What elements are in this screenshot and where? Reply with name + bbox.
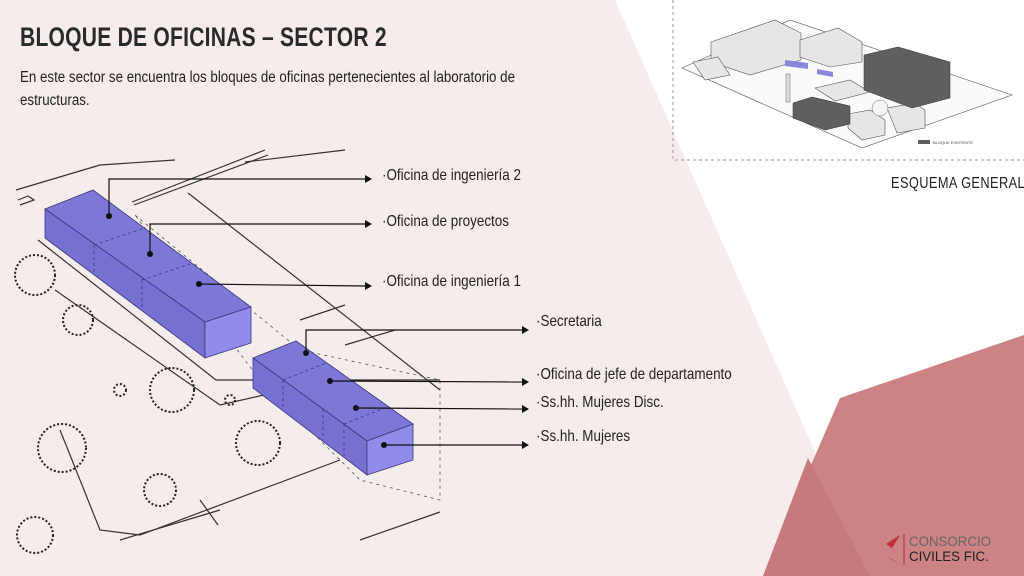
label-oficina-proyectos: ·Oficina de proyectos xyxy=(382,213,509,230)
company-logo: CONSORCIO CIVILES FIC. xyxy=(882,532,991,571)
logo-mark-icon xyxy=(886,534,905,565)
office-block-2 xyxy=(252,340,414,476)
overlap-shape xyxy=(763,458,870,576)
logo-line-1: CONSORCIO xyxy=(909,533,992,549)
leader-lines xyxy=(108,178,523,446)
label-sshh-mujeres: ·Ss.hh. Mujeres xyxy=(536,428,631,445)
scheme-caption: ESQUEMA GENERAL xyxy=(891,175,1024,192)
pink-background-shape xyxy=(0,0,870,576)
label-sshh-mujeres-disc: ·Ss.hh. Mujeres Disc. xyxy=(536,394,664,411)
page-title: BLOQUE DE OFICINAS – SECTOR 2 xyxy=(20,22,387,52)
label-oficina-jefe: ·Oficina de jefe de departamento xyxy=(536,366,732,383)
existing-blocks xyxy=(792,46,951,131)
legend-text: BLOQUE EXISTENTE xyxy=(933,140,973,145)
leader-dots-and-arrows xyxy=(106,175,529,449)
intro-text: En este sector se encuentra los bloques … xyxy=(20,69,516,109)
logo-line-2: CIVILES FIC. xyxy=(909,548,989,564)
legend-swatch xyxy=(918,140,930,144)
label-secretaria: ·Secretaria xyxy=(536,313,602,330)
trees xyxy=(14,254,281,554)
label-oficina-ingenieria-1: ·Oficina de ingeniería 1 xyxy=(382,273,521,290)
label-oficina-ingenieria-2: ·Oficina de ingeniería 2 xyxy=(382,167,521,184)
